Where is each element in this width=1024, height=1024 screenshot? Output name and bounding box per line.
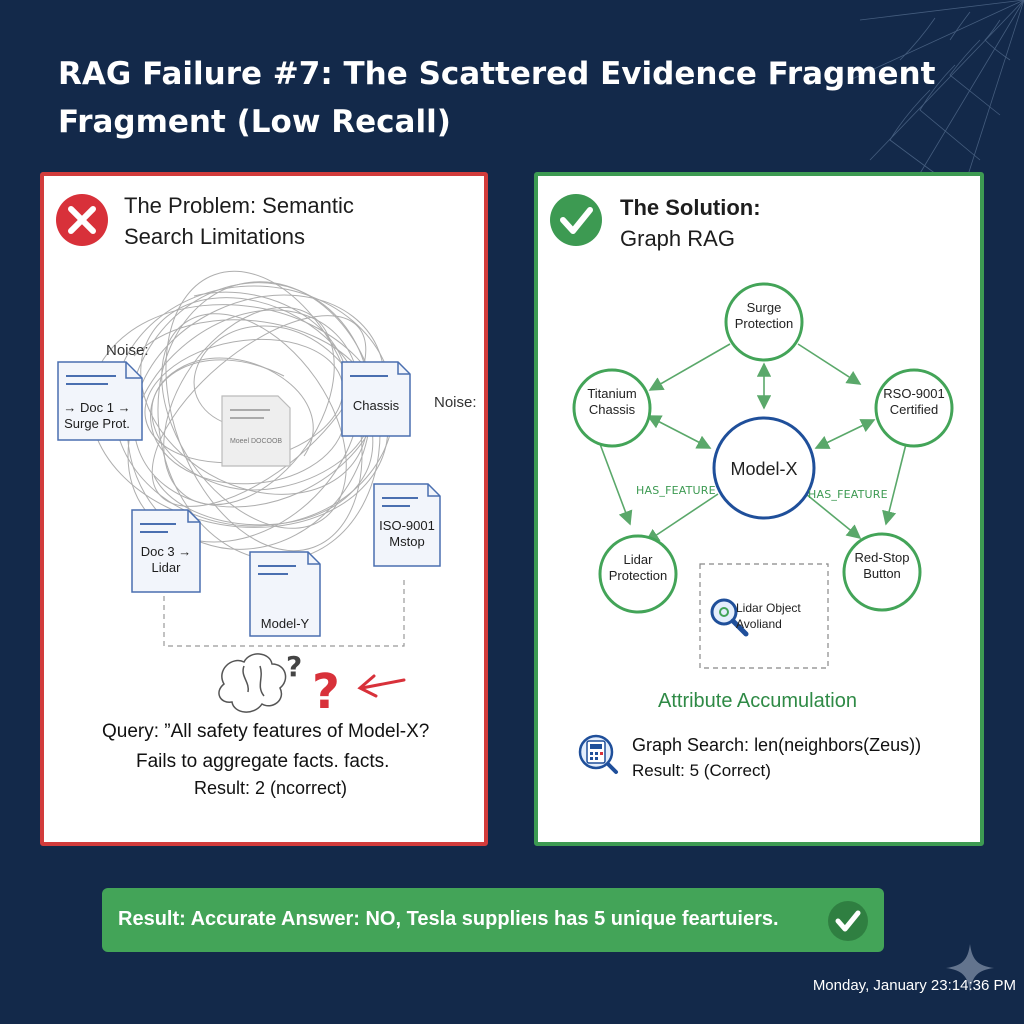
center-doc-label: Moeel DOCOOB xyxy=(229,438,283,445)
node-rso-label: RSO-9001 Certified xyxy=(883,386,945,417)
node-titanium-label: Titanium Chassis xyxy=(587,386,637,417)
lidar-object-box xyxy=(699,563,829,669)
problem-heading: The Problem: Semantic Search Limitations xyxy=(124,193,354,249)
check-icon xyxy=(828,901,868,941)
doc-3-label: Doc 3 → Lidar xyxy=(140,544,192,575)
solution-heading: The Solution: Graph RAG xyxy=(620,195,761,251)
spiderweb-icon xyxy=(850,0,1024,200)
arrow-left-icon xyxy=(357,674,406,698)
page-title: RAG Failure #7: The Scattered Evidence F… xyxy=(58,56,936,140)
node-red-stop-button xyxy=(842,532,922,612)
noise-label-left: Noise: xyxy=(106,342,149,359)
query-line-1: Query: ”All safety features of Model-X? xyxy=(102,721,430,742)
node-lidar-label: Lidar Protection xyxy=(608,552,668,583)
problem-panel: ? ? The Problem: Semantic Search Limitat… xyxy=(40,172,488,846)
edge-label-left: HAS_FEATURE xyxy=(636,484,716,497)
graph-edges xyxy=(599,343,907,543)
sparkle-icon xyxy=(946,944,994,992)
iso-doc-label: ISO-9001 Mstop xyxy=(379,518,435,549)
result-banner-text: Result: Accurate Answer: NO, Tesla suppl… xyxy=(118,908,779,930)
calculator-icon xyxy=(578,734,618,774)
check-icon xyxy=(550,194,602,246)
svg-text:?: ? xyxy=(286,650,302,683)
query-line-2: Fails to aggregate facts. facts. xyxy=(136,751,390,772)
node-red-stop-label: Red-Stop Button xyxy=(854,550,910,581)
problem-diagram: ? ? xyxy=(56,194,441,720)
magnifier-icon xyxy=(710,598,749,637)
question-icon-small: ? xyxy=(286,650,302,683)
doc-icon-modely xyxy=(249,551,321,637)
query-result: Result: 2 (ncorrect) xyxy=(194,778,348,798)
noise-label-right: Noise: xyxy=(434,394,477,411)
node-rso-9001 xyxy=(874,368,954,448)
chassis-doc-label: Chassis xyxy=(352,398,400,413)
doc-icon-iso xyxy=(373,483,441,567)
doc-1-label: → Doc 1 → Surge Prot. xyxy=(63,400,131,431)
graph-search-line: Graph Search: len(neighbors(Zeus)) xyxy=(632,735,922,755)
node-model-x-label: Model-X xyxy=(730,459,798,479)
lidar-object-label: Lidar Object Avoliand xyxy=(736,601,801,631)
node-titanium-chassis xyxy=(572,368,652,448)
doc-icon-chassis xyxy=(341,361,411,437)
node-surge-protection xyxy=(724,282,804,362)
doc-icon-1 xyxy=(57,361,143,441)
model-y-doc-label: Model-Y xyxy=(260,616,310,631)
node-lidar-protection xyxy=(598,534,678,614)
brain-icon xyxy=(218,653,287,713)
doc-icon-center xyxy=(221,395,291,467)
attribute-accumulation-label: Attribute Accumulation xyxy=(658,690,857,712)
solution-panel: The Solution: Graph RAG Surge Protection… xyxy=(534,172,984,846)
svg-text:?: ? xyxy=(312,664,340,720)
question-icon: ? xyxy=(312,664,340,720)
node-surge-label: Surge Protection xyxy=(734,300,794,331)
graph-diagram xyxy=(550,194,954,774)
graph-search-result: Result: 5 (Correct) xyxy=(632,761,771,780)
cross-icon xyxy=(56,194,108,246)
timestamp: Monday, January 23:14:36 PM xyxy=(812,977,1016,994)
edge-label-right: HAS_FEATURE xyxy=(808,488,888,501)
node-model-x xyxy=(712,416,816,520)
result-banner: Result: Accurate Answer: NO, Tesla suppl… xyxy=(102,888,884,952)
doc-icon-3 xyxy=(131,509,201,593)
